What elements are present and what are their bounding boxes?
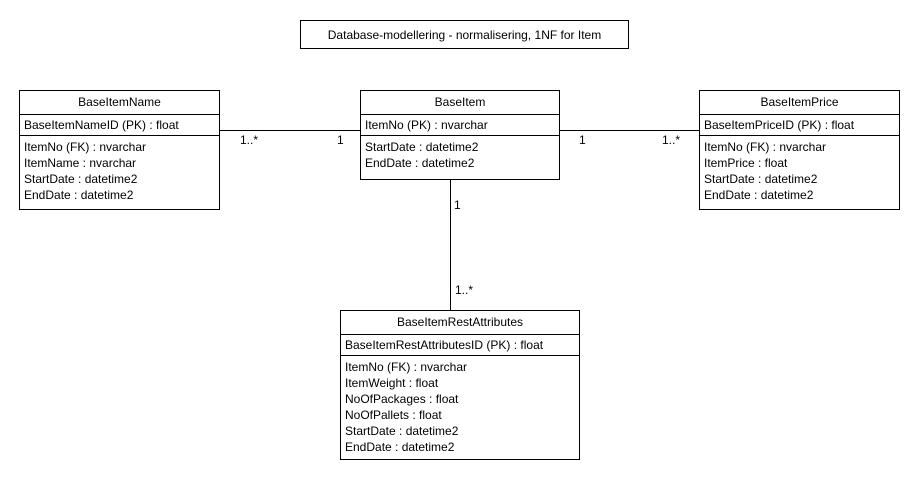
- attribute: EndDate : datetime2: [24, 188, 134, 202]
- multiplicity-rest-many: 1..*: [455, 283, 474, 297]
- multiplicity-rest-one: 1: [454, 198, 461, 212]
- entity-name: BaseItemRestAttributes: [341, 311, 579, 335]
- primary-key: BaseItemNameID (PK) : float: [20, 115, 219, 136]
- attribute: EndDate : datetime2: [704, 188, 814, 202]
- entity-name: BaseItemName: [20, 91, 219, 115]
- entity-name: BaseItem: [361, 91, 559, 115]
- attribute: EndDate : datetime2: [365, 156, 475, 170]
- multiplicity-price-one: 1: [579, 133, 586, 147]
- entity-base-item[interactable]: BaseItem ItemNo (PK) : nvarchar StartDat…: [360, 90, 560, 180]
- entity-base-item-price[interactable]: BaseItemPrice BaseItemPriceID (PK) : flo…: [699, 90, 900, 210]
- attribute-list: StartDate : datetime2 EndDate : datetime…: [361, 136, 559, 173]
- attribute: ItemNo (FK) : nvarchar: [24, 140, 147, 154]
- attribute-list: ItemNo (FK) : nvarchar ItemName : nvarch…: [20, 136, 219, 205]
- attribute: ItemNo (FK) : nvarchar: [704, 140, 827, 154]
- attribute: NoOfPackages : float: [345, 392, 459, 406]
- diagram-title: Database-modellering - normalisering, 1N…: [300, 20, 629, 49]
- attribute: ItemPrice : float: [704, 156, 788, 170]
- attribute: NoOfPallets : float: [345, 408, 442, 422]
- entity-name: BaseItemPrice: [700, 91, 899, 115]
- entity-base-item-name[interactable]: BaseItemName BaseItemNameID (PK) : float…: [19, 90, 220, 210]
- attribute: ItemNo (FK) : nvarchar: [345, 360, 468, 374]
- primary-key: BaseItemRestAttributesID (PK) : float: [341, 335, 579, 356]
- attribute-list: ItemNo (FK) : nvarchar ItemPrice : float…: [700, 136, 899, 205]
- relation-line-item-price: [560, 130, 699, 131]
- multiplicity-name-one: 1: [337, 133, 344, 147]
- attribute: ItemName : nvarchar: [24, 156, 137, 170]
- attribute: StartDate : datetime2: [345, 424, 459, 438]
- attribute: ItemWeight : float: [345, 376, 439, 390]
- multiplicity-name-many: 1..*: [240, 133, 259, 147]
- attribute: StartDate : datetime2: [24, 172, 138, 186]
- multiplicity-price-many: 1..*: [662, 133, 681, 147]
- primary-key: ItemNo (PK) : nvarchar: [361, 115, 559, 136]
- relation-line-name-item: [220, 130, 360, 131]
- attribute: StartDate : datetime2: [365, 140, 479, 154]
- attribute-list: ItemNo (FK) : nvarchar ItemWeight : floa…: [341, 356, 579, 457]
- entity-base-item-rest-attributes[interactable]: BaseItemRestAttributes BaseItemRestAttri…: [340, 310, 580, 460]
- primary-key: BaseItemPriceID (PK) : float: [700, 115, 899, 136]
- attribute: StartDate : datetime2: [704, 172, 818, 186]
- relation-line-item-rest: [450, 180, 451, 310]
- attribute: EndDate : datetime2: [345, 440, 455, 454]
